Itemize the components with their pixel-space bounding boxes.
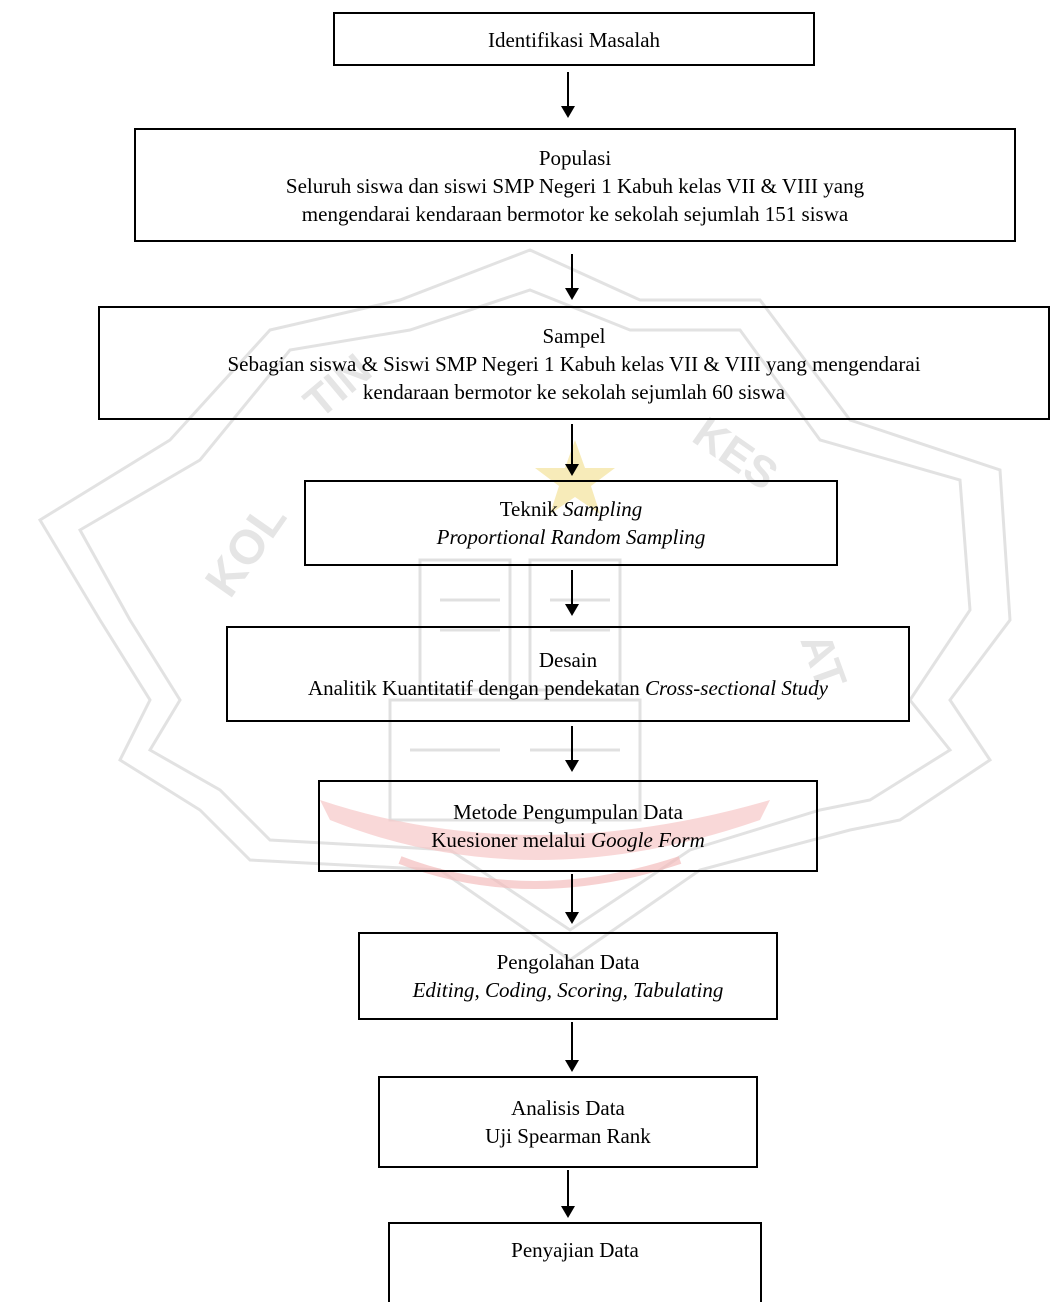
step-detail: Analitik Kuantitatif dengan pendekatan C…	[228, 674, 908, 702]
step-detail-plain: Analitik Kuantitatif dengan pendekatan	[307, 676, 646, 700]
step-detail: Uji Spearman Rank	[485, 1124, 651, 1148]
step-title: Penyajian Data	[511, 1238, 639, 1262]
step-populasi: Populasi Seluruh siswa dan siswi SMP Neg…	[134, 128, 1016, 242]
step-title-plain: Teknik	[499, 497, 563, 521]
step-title: Populasi	[538, 146, 612, 170]
step-identifikasi-masalah: Identifikasi Masalah	[333, 12, 815, 66]
step-title: Analisis Data	[511, 1096, 625, 1120]
step-title: Pengolahan Data	[496, 950, 640, 974]
flow-arrow	[562, 726, 582, 772]
step-detail-italic: Proportional Random Sampling	[436, 525, 706, 549]
flow-arrow	[562, 874, 582, 924]
step-detail-line-1: Seluruh siswa dan siswi SMP Negeri 1 Kab…	[285, 174, 865, 198]
step-detail-line-1: Sebagian siswa & Siswi SMP Negeri 1 Kabu…	[227, 352, 921, 376]
step-pengolahan-data: Pengolahan Data Editing, Coding, Scoring…	[358, 932, 778, 1020]
step-detail: Editing, Coding, Scoring, Tabulating	[360, 976, 776, 1004]
flow-arrow	[558, 1170, 578, 1218]
flow-arrow	[562, 570, 582, 616]
step-title: Desain	[538, 648, 598, 672]
step-detail-italic: Editing, Coding, Scoring, Tabulating	[412, 978, 724, 1002]
step-detail-italic: Cross-sectional Study	[645, 676, 829, 700]
step-metode-pengumpulan-data: Metode Pengumpulan Data Kuesioner melalu…	[318, 780, 818, 872]
step-detail-line-2: mengendarai kendaraan bermotor ke sekola…	[301, 202, 849, 226]
step-title: Sampel	[542, 324, 606, 348]
step-title-italic: Sampling	[562, 497, 643, 521]
step-detail-line-2: kendaraan bermotor ke sekolah sejumlah 6…	[362, 380, 786, 404]
step-title: Identifikasi Masalah	[487, 28, 661, 52]
flow-arrow	[562, 254, 582, 300]
step-detail-plain: Kuesioner melalui	[431, 828, 592, 852]
step-detail: Kuesioner melalui Google Form	[320, 826, 816, 854]
flow-arrow	[558, 72, 578, 118]
step-teknik-sampling: Teknik Sampling Proportional Random Samp…	[304, 480, 838, 566]
step-title: Metode Pengumpulan Data	[453, 800, 683, 824]
step-desain: Desain Analitik Kuantitatif dengan pende…	[226, 626, 910, 722]
step-penyajian-data: Penyajian Data	[388, 1222, 762, 1302]
flow-arrow	[562, 424, 582, 476]
flow-arrow	[562, 1022, 582, 1072]
step-analisis-data: Analisis Data Uji Spearman Rank	[378, 1076, 758, 1168]
step-detail: Proportional Random Sampling	[306, 523, 836, 551]
svg-text:KOL: KOL	[196, 493, 298, 606]
step-title: Teknik Sampling	[306, 495, 836, 523]
step-detail-italic: Google Form	[591, 828, 705, 852]
step-sampel: Sampel Sebagian siswa & Siswi SMP Negeri…	[98, 306, 1050, 420]
